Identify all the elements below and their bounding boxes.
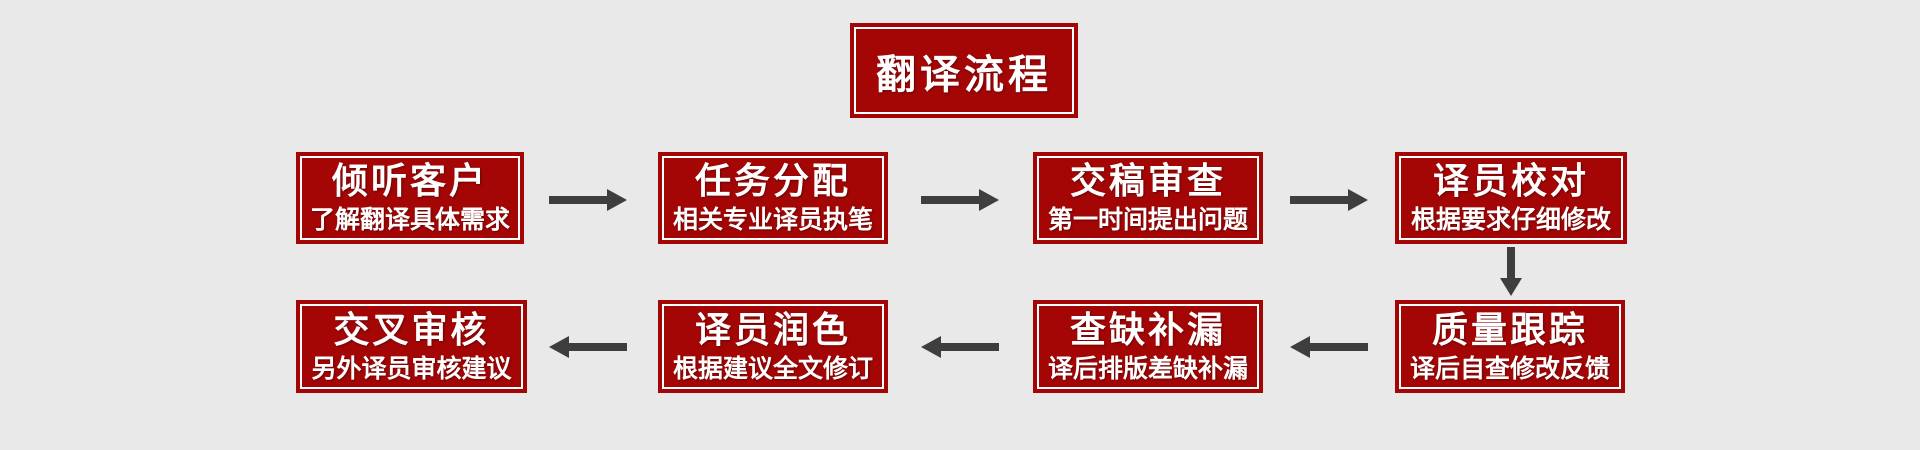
arrow-head xyxy=(1290,336,1310,358)
arrow-right-icon xyxy=(549,189,627,211)
arrow-shaft xyxy=(941,343,999,351)
step-title: 译员润色 xyxy=(694,308,851,350)
step-translator-polishing: 译员润色 根据建议全文修订 xyxy=(658,300,888,393)
step-translator-proofreading: 译员校对 根据要求仔细修改 xyxy=(1395,152,1627,244)
step-subtitle: 译后自查修改反馈 xyxy=(1409,354,1610,383)
arrow-head xyxy=(979,189,999,211)
arrow-shaft xyxy=(1310,343,1368,351)
arrow-down-icon xyxy=(1500,247,1522,296)
arrow-shaft xyxy=(1507,247,1515,278)
step-title: 交稿审查 xyxy=(1069,160,1226,202)
arrow-shaft xyxy=(549,196,607,204)
step-task-assignment: 任务分配 相关专业译员执笔 xyxy=(658,152,888,244)
step-subtitle: 另外译员审核建议 xyxy=(311,354,512,383)
arrow-head xyxy=(1500,278,1522,296)
step-subtitle: 根据要求仔细修改 xyxy=(1410,206,1611,235)
step-listen-to-customer: 倾听客户 了解翻译具体需求 xyxy=(296,152,524,244)
step-gap-filling: 查缺补漏 译后排版差缺补漏 xyxy=(1033,300,1263,393)
step-title: 任务分配 xyxy=(694,160,851,202)
arrow-shaft xyxy=(569,343,627,351)
step-draft-review: 交稿审查 第一时间提出问题 xyxy=(1033,152,1263,244)
arrow-left-icon xyxy=(549,336,627,358)
step-subtitle: 根据建议全文修订 xyxy=(672,354,873,383)
step-subtitle: 了解翻译具体需求 xyxy=(309,206,510,235)
step-subtitle: 相关专业译员执笔 xyxy=(672,206,873,235)
arrow-head xyxy=(549,336,569,358)
arrow-head xyxy=(1348,189,1368,211)
step-title: 译员校对 xyxy=(1432,160,1589,202)
step-title: 质量跟踪 xyxy=(1431,308,1588,350)
step-title: 查缺补漏 xyxy=(1069,308,1226,350)
flowchart-title-box: 翻译流程 xyxy=(850,23,1078,118)
arrow-head xyxy=(607,189,627,211)
step-subtitle: 译后排版差缺补漏 xyxy=(1047,354,1248,383)
flowchart-title: 翻译流程 xyxy=(876,52,1052,97)
step-title: 交叉审核 xyxy=(333,308,490,350)
step-quality-tracking: 质量跟踪 译后自查修改反馈 xyxy=(1395,300,1625,393)
arrow-shaft xyxy=(1290,196,1348,204)
arrow-shaft xyxy=(921,196,979,204)
arrow-left-icon xyxy=(1290,336,1368,358)
arrow-right-icon xyxy=(921,189,999,211)
step-subtitle: 第一时间提出问题 xyxy=(1047,206,1248,235)
arrow-right-icon xyxy=(1290,189,1368,211)
step-title: 倾听客户 xyxy=(331,160,488,202)
step-cross-review: 交叉审核 另外译员审核建议 xyxy=(296,300,527,393)
arrow-left-icon xyxy=(921,336,999,358)
arrow-head xyxy=(921,336,941,358)
